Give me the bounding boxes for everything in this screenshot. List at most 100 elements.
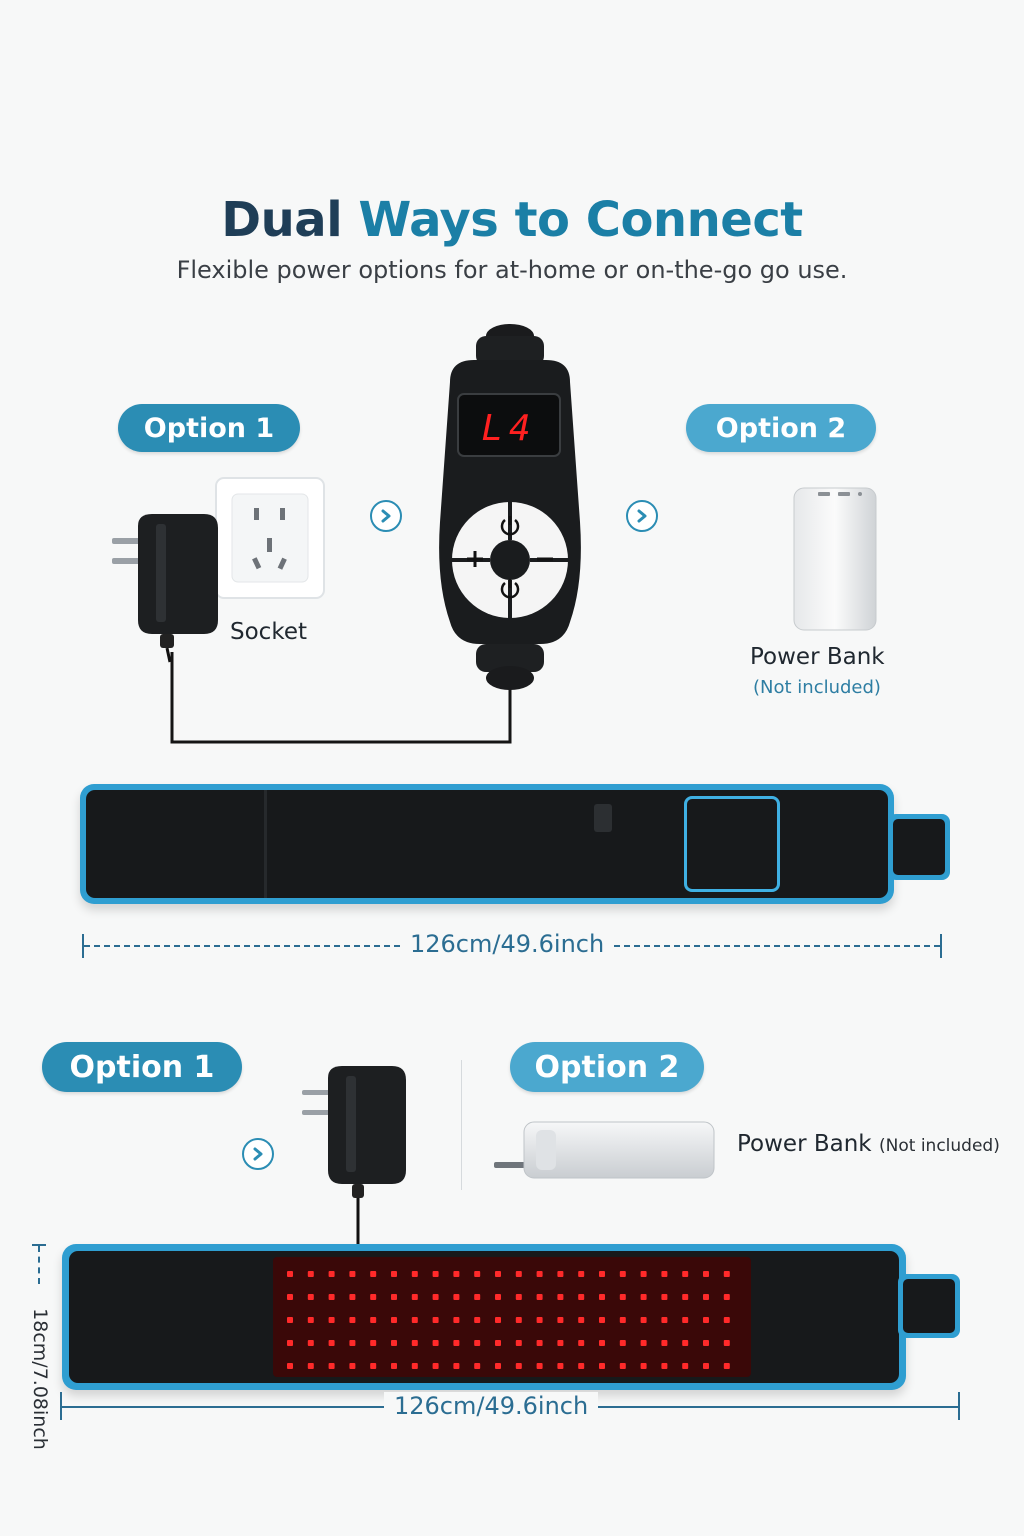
led-dot (661, 1317, 668, 1323)
led-dot (307, 1363, 314, 1369)
led-dot (619, 1271, 626, 1277)
bottom-option2-badge: Option 2 (510, 1042, 704, 1092)
bottom-power-adapter-image (298, 1064, 418, 1254)
led-dot (640, 1317, 647, 1323)
led-dot (703, 1363, 709, 1369)
led-dot (349, 1271, 356, 1277)
led-dot (536, 1294, 543, 1300)
led-dot (328, 1271, 335, 1277)
bottom-belt-width-label: 18cm/7.08inch (29, 1308, 51, 1450)
led-dot (307, 1340, 314, 1346)
arrow-right-icon (370, 500, 402, 532)
top-cable-line (170, 652, 512, 744)
led-dot (578, 1317, 585, 1323)
led-dot (557, 1363, 564, 1369)
page-subtitle: Flexible power options for at-home or on… (176, 256, 848, 284)
led-dot (661, 1294, 668, 1300)
power-icon[interactable] (497, 513, 523, 539)
led-dot (370, 1317, 377, 1323)
led-dot (619, 1317, 626, 1323)
top-belt-strap (888, 814, 950, 880)
led-dot (661, 1363, 668, 1369)
led-dot (432, 1317, 439, 1323)
socket-label: Socket (230, 619, 307, 645)
led-panel (273, 1257, 751, 1377)
led-dot (599, 1294, 605, 1300)
arrow-right-icon (242, 1138, 274, 1170)
led-dot (391, 1317, 397, 1323)
led-dot (370, 1363, 377, 1369)
top-power-bank-image (790, 484, 880, 634)
led-dot (453, 1340, 460, 1346)
led-dot (453, 1363, 460, 1369)
led-dot (432, 1271, 439, 1277)
arrow-right-icon (626, 500, 658, 532)
led-dot (578, 1340, 585, 1346)
led-dot (411, 1317, 418, 1323)
led-dot (640, 1340, 647, 1346)
led-dot (703, 1340, 709, 1346)
led-dot (474, 1294, 481, 1300)
wall-socket-image (214, 476, 326, 600)
led-dot (703, 1317, 709, 1323)
led-dot (557, 1317, 564, 1323)
led-dot (495, 1294, 501, 1300)
led-dot (682, 1294, 689, 1300)
bottom-option1-badge: Option 1 (42, 1042, 242, 1092)
led-dot (536, 1317, 543, 1323)
led-dot (495, 1317, 501, 1323)
led-dot (287, 1363, 293, 1369)
led-dot (411, 1340, 418, 1346)
controller-pocket (684, 796, 780, 892)
bottom-belt-image (62, 1244, 906, 1390)
led-dot (328, 1340, 335, 1346)
led-dot (307, 1271, 314, 1277)
page-title: Dual Ways to Connect (0, 188, 1024, 252)
led-dot (578, 1271, 585, 1277)
led-dot (432, 1294, 439, 1300)
bottom-power-bank-image (492, 1118, 718, 1182)
led-dot (391, 1294, 397, 1300)
led-dot (453, 1294, 460, 1300)
led-dot (515, 1317, 522, 1323)
led-dot (349, 1340, 356, 1346)
power-icon[interactable] (497, 576, 523, 602)
led-dot (370, 1340, 377, 1346)
led-dot (391, 1271, 397, 1277)
led-dot (328, 1294, 335, 1300)
led-dot (287, 1317, 293, 1323)
top-power-bank-label: Power Bank (750, 644, 885, 670)
led-dot (536, 1363, 543, 1369)
led-dot (287, 1271, 293, 1277)
led-dot (723, 1294, 730, 1300)
led-dot (495, 1363, 501, 1369)
led-dot (723, 1317, 730, 1323)
top-belt-length-label: 126cm/49.6inch (400, 930, 615, 958)
led-dot (349, 1294, 356, 1300)
led-dot (578, 1294, 585, 1300)
controller-display: L4 (481, 408, 537, 449)
led-dot (349, 1317, 356, 1323)
bottom-belt-length-label: 126cm/49.6inch (384, 1392, 599, 1420)
led-dot (453, 1271, 460, 1277)
led-dot (328, 1363, 335, 1369)
bottom-power-bank-label: Power Bank (737, 1131, 872, 1157)
led-dot (682, 1317, 689, 1323)
led-dot (723, 1363, 730, 1369)
top-not-included-note: (Not included) (753, 677, 881, 698)
led-dot (495, 1271, 501, 1277)
bottom-belt-strap (898, 1274, 960, 1338)
minus-icon[interactable] (533, 547, 557, 571)
controller-device (430, 322, 590, 692)
led-dot (328, 1317, 335, 1323)
top-power-adapter-image (108, 508, 228, 668)
led-dot (432, 1340, 439, 1346)
led-dot (307, 1294, 314, 1300)
led-dot (370, 1294, 377, 1300)
led-dot (453, 1317, 460, 1323)
plus-icon[interactable] (463, 547, 487, 571)
led-dot (703, 1271, 709, 1277)
top-option2-badge: Option 2 (686, 404, 876, 452)
led-dot (723, 1271, 730, 1277)
section-divider (461, 1060, 462, 1190)
